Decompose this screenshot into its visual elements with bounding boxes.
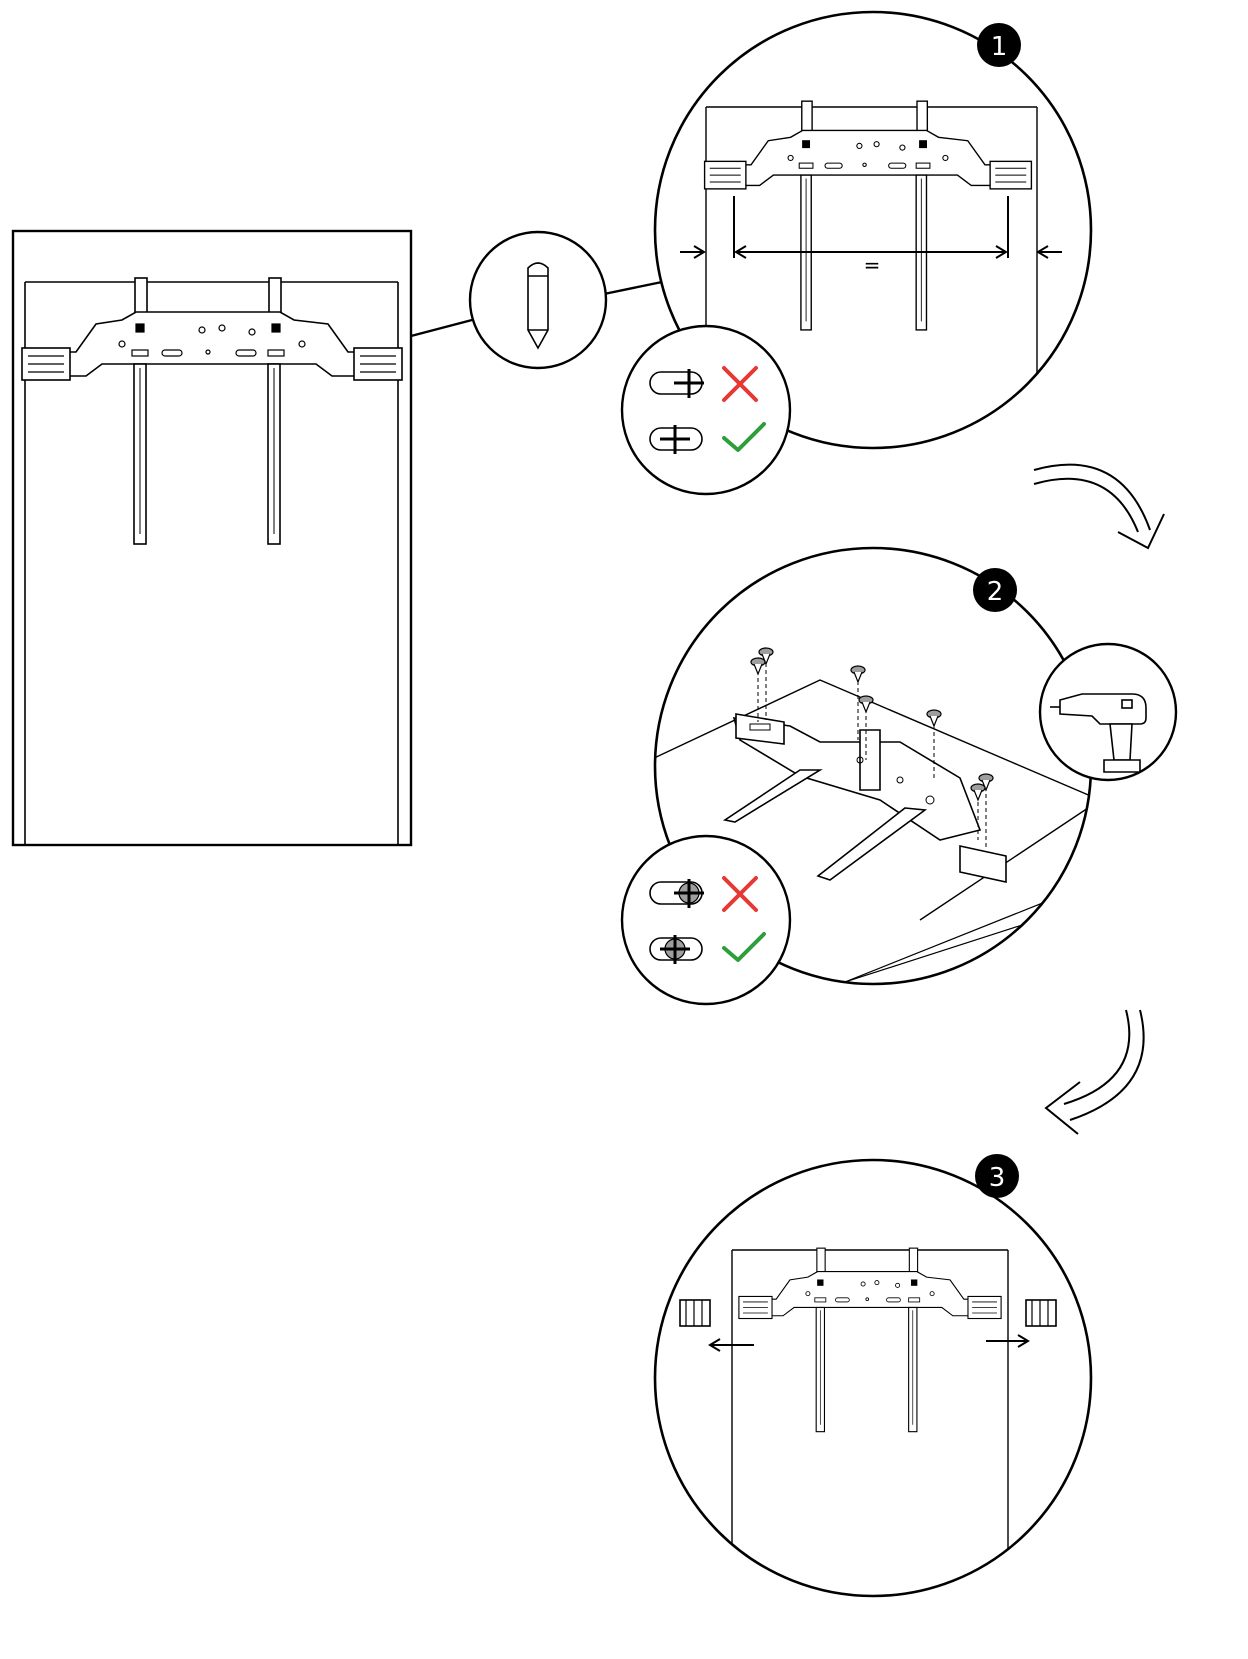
step-3-badge: 3 xyxy=(975,1154,1019,1198)
correct-screw-position xyxy=(649,932,766,964)
check-icon xyxy=(722,932,766,962)
drill-tool-bubble xyxy=(1038,642,1178,782)
step-2-panel: 2 xyxy=(620,546,1178,1006)
wrong-screw-position xyxy=(649,876,758,912)
removal-arrows xyxy=(708,1334,1030,1352)
step-2-number: 2 xyxy=(987,577,1004,607)
check-icon xyxy=(722,422,766,452)
step-3-number: 3 xyxy=(989,1163,1006,1193)
pencil-tool-bubble xyxy=(468,230,608,370)
flow-arrow-2-to-3 xyxy=(1044,1009,1145,1135)
step-1-panel: = 1 xyxy=(620,10,1093,496)
wrong-hole-position xyxy=(649,366,758,402)
connector-lines xyxy=(410,280,663,338)
cross-icon xyxy=(722,366,758,402)
flow-arrow-1-to-2 xyxy=(1033,463,1165,550)
step-1-number: 1 xyxy=(991,32,1008,62)
overview-panel xyxy=(11,229,413,847)
screws xyxy=(750,647,994,848)
step-2-badge: 2 xyxy=(973,568,1017,612)
cordless-drill-icon xyxy=(1050,693,1147,773)
removed-end-clips xyxy=(679,1299,1057,1327)
correct-hole-position xyxy=(649,422,766,454)
step-1-badge: 1 xyxy=(977,23,1021,67)
equal-distance-marker xyxy=(680,196,1062,259)
pencil-icon xyxy=(527,262,549,350)
step-3-panel: 3 xyxy=(653,1154,1093,1598)
cross-icon xyxy=(722,876,758,912)
step-2-screw-position-inset xyxy=(620,834,792,1006)
step-1-hole-position-inset xyxy=(620,324,792,496)
equal-sign-label: = xyxy=(864,253,881,277)
